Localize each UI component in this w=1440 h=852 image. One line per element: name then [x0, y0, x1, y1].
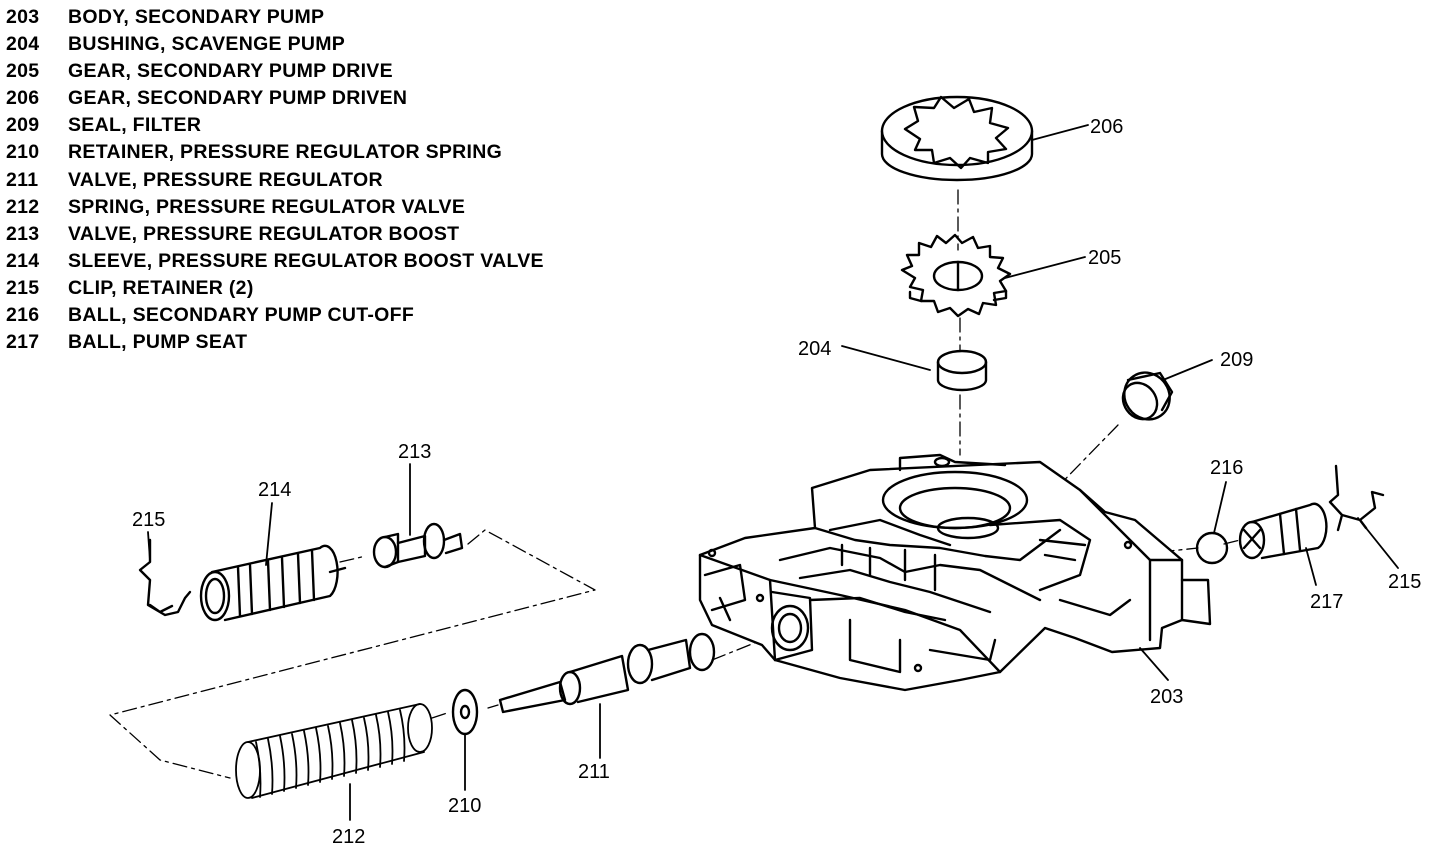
legend-row: 212 SPRING, PRESSURE REGULATOR VALVE — [6, 194, 544, 221]
callout-211: 211 — [578, 761, 610, 783]
legend-row: 204 BUSHING, SCAVENGE PUMP — [6, 31, 544, 58]
legend-description: CLIP, RETAINER (2) — [68, 276, 254, 299]
bushing-204 — [936, 349, 988, 392]
legend-row: 213 VALVE, PRESSURE REGULATOR BOOST — [6, 221, 544, 248]
callout-216: 216 — [1210, 457, 1243, 479]
legend-row: 214 SLEEVE, PRESSURE REGULATOR BOOST VALV… — [6, 248, 544, 275]
legend-row: 209 SEAL, FILTER — [6, 112, 544, 139]
legend-number: 205 — [6, 60, 40, 83]
legend-description: SPRING, PRESSURE REGULATOR VALVE — [68, 195, 466, 218]
legend-number: 211 — [6, 168, 39, 191]
callout-209: 209 — [1220, 349, 1253, 371]
callout-203: 203 — [1150, 686, 1183, 708]
legend-row: 203 BODY, SECONDARY PUMP — [6, 4, 544, 31]
legend-row: 206 GEAR, SECONDARY PUMP DRIVEN — [6, 85, 544, 112]
legend-description: BALL, PUMP SEAT — [68, 331, 248, 354]
legend-number: 206 — [6, 87, 40, 110]
cutoff-ball-216 — [1195, 531, 1229, 565]
legend-number: 209 — [6, 114, 40, 137]
callout-212: 212 — [332, 826, 365, 848]
pump-body-203 — [698, 453, 1212, 692]
legend-description: GEAR, SECONDARY PUMP DRIVEN — [68, 87, 408, 110]
boost-valve-213 — [372, 522, 464, 569]
legend-row: 210 RETAINER, PRESSURE REGULATOR SPRING — [6, 139, 544, 166]
legend-description: SEAL, FILTER — [68, 114, 202, 137]
legend-description: VALVE, PRESSURE REGULATOR BOOST — [68, 222, 460, 245]
legend-number: 213 — [6, 222, 40, 245]
callout-206: 206 — [1090, 116, 1123, 138]
callout-205: 205 — [1088, 247, 1121, 269]
legend-description: GEAR, SECONDARY PUMP DRIVE — [68, 60, 393, 83]
legend-row: 217 BALL, PUMP SEAT — [6, 329, 544, 356]
retainer-clip-215-left — [138, 538, 192, 617]
driven-gear-206 — [880, 95, 1034, 182]
parts-legend: 203 BODY, SECONDARY PUMP 204 BUSHING, SCAV… — [6, 4, 544, 356]
legend-description: RETAINER, PRESSURE REGULATOR SPRING — [68, 141, 503, 164]
legend-number: 210 — [6, 141, 40, 164]
legend-number: 204 — [6, 33, 40, 56]
callout-204: 204 — [798, 338, 831, 360]
pressure-regulator-valve-211 — [498, 632, 716, 714]
legend-number: 215 — [6, 276, 40, 299]
legend-row: 211 VALVE, PRESSURE REGULATOR — [6, 167, 544, 194]
callout-210: 210 — [448, 795, 481, 817]
regulator-spring-212 — [235, 703, 433, 799]
callout-217: 217 — [1310, 591, 1343, 613]
legend-description: BALL, SECONDARY PUMP CUT-OFF — [68, 304, 415, 327]
pump-seat-217 — [1238, 502, 1328, 560]
legend-row: 205 GEAR, SECONDARY PUMP DRIVE — [6, 58, 544, 85]
legend-description: SLEEVE, PRESSURE REGULATOR BOOST VALVE — [68, 249, 544, 272]
legend-number: 212 — [6, 195, 40, 218]
legend-description: VALVE, PRESSURE REGULATOR — [68, 168, 383, 191]
legend-description: BODY, SECONDARY PUMP — [68, 6, 325, 28]
callout-labels: 206 205 204 209 213 214 215 216 217 215 … — [132, 116, 1421, 848]
callout-215-left: 215 — [132, 509, 165, 531]
legend-row: 216 BALL, SECONDARY PUMP CUT-OFF — [6, 302, 544, 329]
boost-valve-sleeve-214 — [199, 544, 347, 622]
legend-number: 203 — [6, 6, 40, 28]
drive-gear-205 — [900, 233, 1012, 318]
callout-213: 213 — [398, 441, 431, 463]
retainer-clip-215-right — [1328, 464, 1385, 532]
leader-lines — [147, 124, 1399, 821]
legend-number: 217 — [6, 331, 40, 354]
legend-number: 216 — [6, 304, 40, 327]
callout-215-right: 215 — [1388, 571, 1421, 593]
spring-retainer-210 — [451, 688, 479, 736]
legend-number: 214 — [6, 249, 40, 272]
legend-description: BUSHING, SCAVENGE PUMP — [68, 33, 346, 56]
legend-row: 215 CLIP, RETAINER (2) — [6, 275, 544, 302]
callout-214: 214 — [258, 479, 291, 501]
filter-seal-209 — [1121, 371, 1174, 421]
